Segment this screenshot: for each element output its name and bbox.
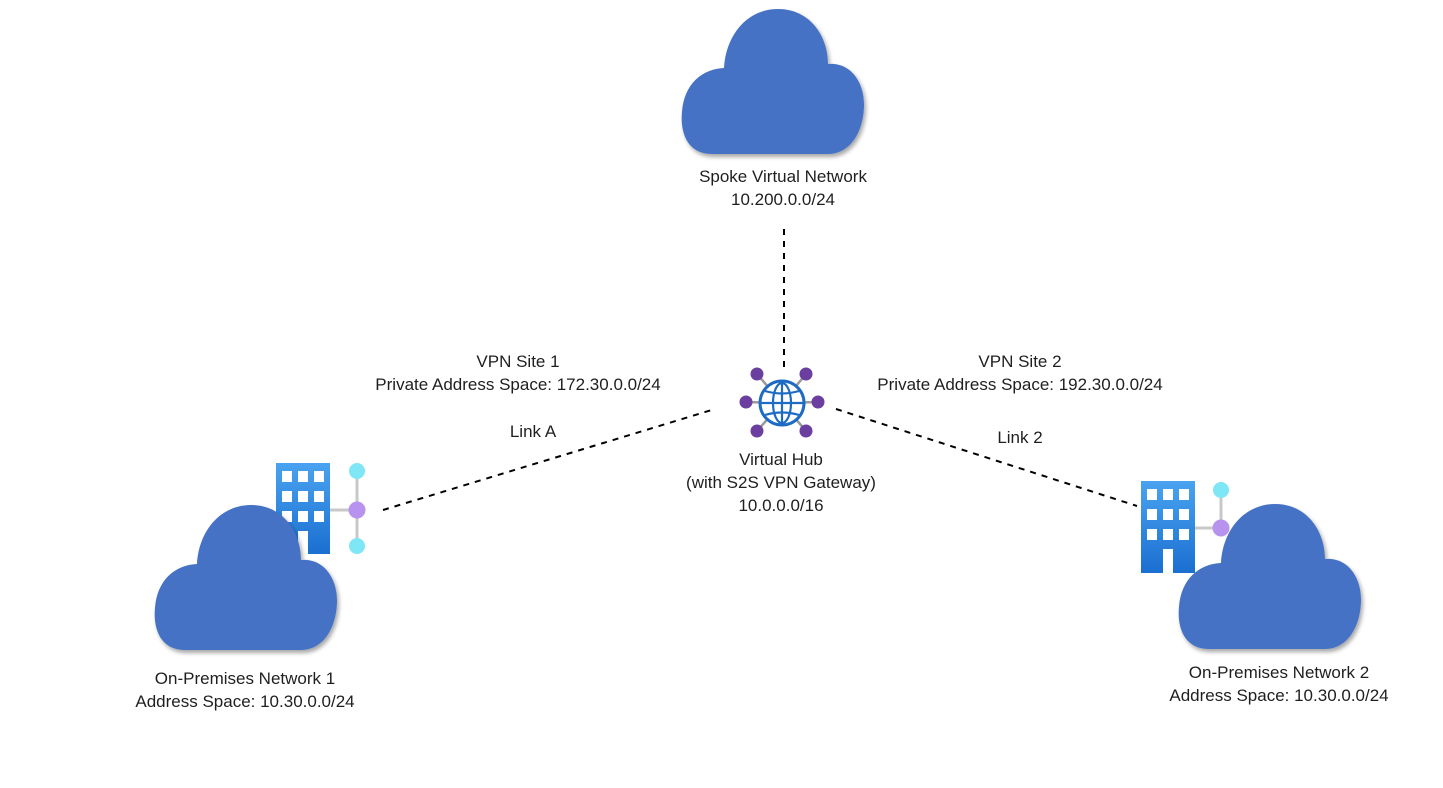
onprem2-building-icon	[1141, 481, 1230, 573]
virtual-hub-subtitle: (with S2S VPN Gateway)	[686, 473, 876, 492]
virtual-hub-globe-icon	[739, 367, 825, 438]
virtual-hub-name: Virtual Hub	[739, 450, 823, 469]
link-2-label: Link 2	[997, 428, 1043, 447]
link-a-label: Link A	[509, 422, 557, 441]
vpn-site-1-label: VPN Site 1 Private Address Space: 172.30…	[375, 350, 660, 396]
virtual-hub-label: Virtual Hub (with S2S VPN Gateway) 10.0.…	[686, 448, 876, 517]
vpn-site-2-title: VPN Site 2	[978, 352, 1062, 371]
onprem2-cloud-icon	[1178, 504, 1361, 649]
vpn-site-2-label: VPN Site 2 Private Address Space: 192.30…	[877, 350, 1162, 396]
onprem2-name: On-Premises Network 2	[1188, 663, 1370, 682]
virtual-hub-address: 10.0.0.0/16	[738, 496, 824, 515]
link-a-connection	[382, 408, 716, 511]
spoke-name: Spoke Virtual Network	[699, 167, 867, 186]
spoke-cloud-icon	[681, 9, 864, 154]
spoke-address: 10.200.0.0/24	[731, 190, 835, 209]
spoke-label: Spoke Virtual Network 10.200.0.0/24	[699, 165, 867, 211]
link-2-connection	[835, 408, 1138, 507]
vpn-site-2-address: Private Address Space: 192.30.0.0/24	[877, 375, 1163, 394]
onprem2-address: Address Space: 10.30.0.0/24	[1169, 686, 1389, 705]
onprem2-label: On-Premises Network 2 Address Space: 10.…	[1169, 661, 1388, 707]
onprem1-name: On-Premises Network 1	[154, 669, 336, 688]
onprem1-label: On-Premises Network 1 Address Space: 10.…	[135, 667, 354, 713]
vpn-site-1-title: VPN Site 1	[476, 352, 560, 371]
onprem1-address: Address Space: 10.30.0.0/24	[135, 692, 355, 711]
vpn-site-1-address: Private Address Space: 172.30.0.0/24	[375, 375, 661, 394]
